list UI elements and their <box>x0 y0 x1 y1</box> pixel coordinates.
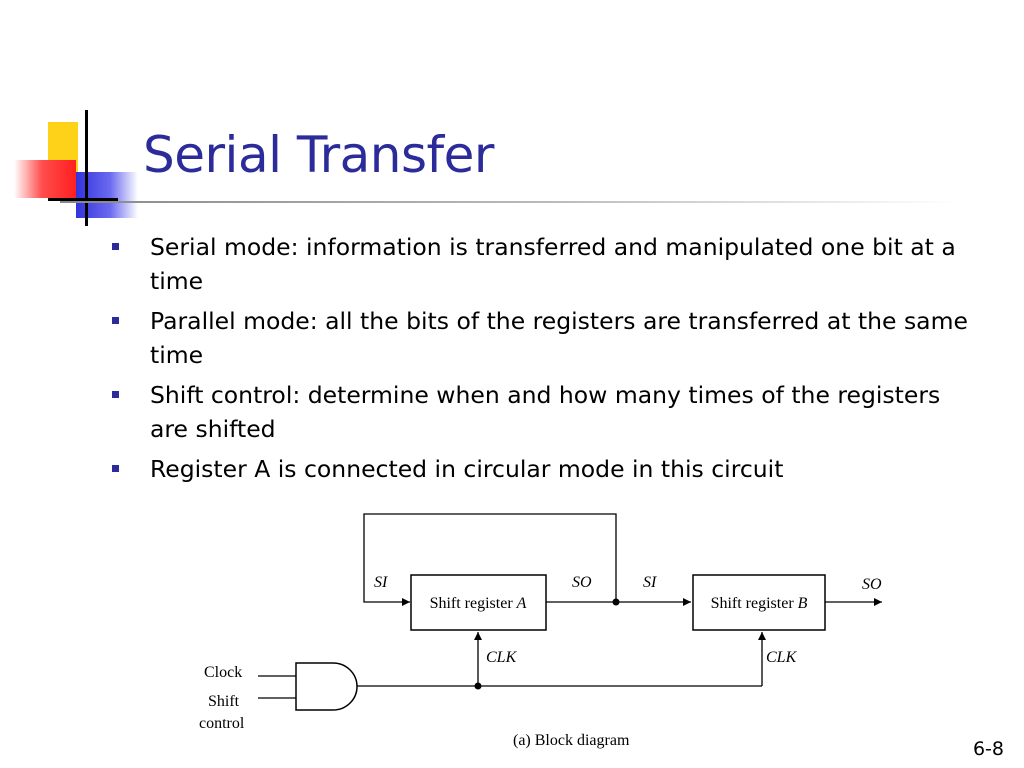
junction-dot <box>474 682 482 690</box>
title-underline <box>60 201 960 203</box>
bullet-item: Register A is connected in circular mode… <box>110 452 970 486</box>
clk-label-a: CLK <box>486 649 518 666</box>
bullet-text: Register A is connected in circular mode… <box>150 455 784 483</box>
bullet-square-icon <box>112 465 119 472</box>
logo-horizontal-line <box>48 198 118 201</box>
block-diagram: Shift register A Shift register B SI SO … <box>199 513 882 749</box>
logo-vertical-line <box>85 110 88 226</box>
so-label-b: SO <box>862 576 882 593</box>
bullet-square-icon <box>112 317 119 324</box>
bullet-square-icon <box>112 243 119 250</box>
so-label-a: SO <box>572 574 592 591</box>
logo-red-square <box>14 160 76 198</box>
si-label-b: SI <box>643 574 657 591</box>
register-b-label: Shift register B <box>711 595 808 612</box>
diagram-caption: (a) Block diagram <box>513 732 630 749</box>
control-label: control <box>199 715 245 732</box>
bullet-text: Serial mode: information is transferred … <box>150 233 956 295</box>
slide-title: Serial Transfer <box>143 126 494 184</box>
bullet-text: Parallel mode: all the bits of the regis… <box>150 307 968 369</box>
clock-label: Clock <box>204 664 242 681</box>
shift-register-a-box <box>410 574 547 631</box>
bullet-item: Parallel mode: all the bits of the regis… <box>110 304 970 372</box>
slide-logo-decoration <box>0 0 160 240</box>
bullet-list: Serial mode: information is transferred … <box>110 230 970 492</box>
shift-register-b-box <box>692 574 826 631</box>
and-gate-icon <box>295 662 358 711</box>
feedback-wire <box>363 513 617 606</box>
clk-label-b: CLK <box>766 649 798 666</box>
shift-label: Shift <box>208 693 240 710</box>
bullet-item: Shift control: determine when and how ma… <box>110 378 970 446</box>
register-a-label: Shift register A <box>430 595 527 612</box>
bullet-item: Serial mode: information is transferred … <box>110 230 970 298</box>
slide-number: 6-8 <box>972 738 1004 760</box>
junction-dot <box>612 598 620 606</box>
si-label-a: SI <box>374 574 388 591</box>
bullet-square-icon <box>112 391 119 398</box>
bullet-text: Shift control: determine when and how ma… <box>150 381 941 443</box>
